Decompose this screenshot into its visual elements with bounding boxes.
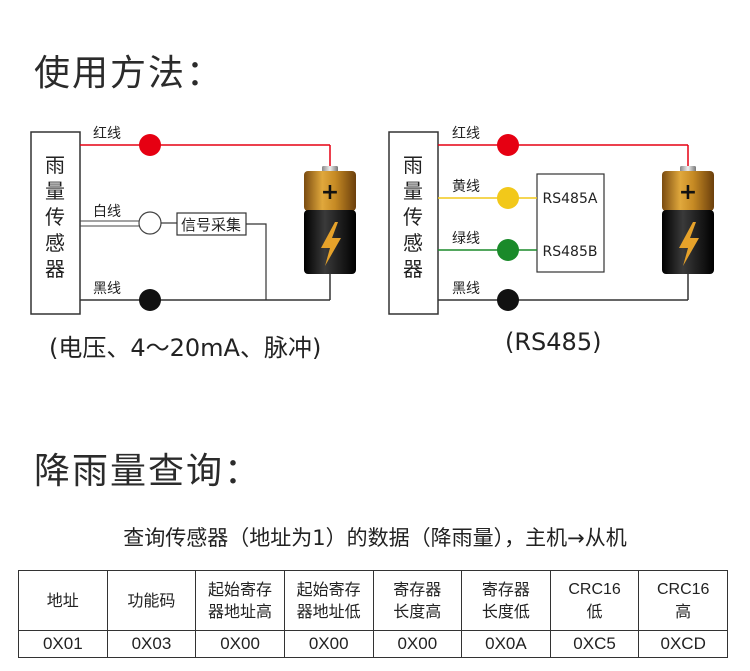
header-text: 起始寄存	[208, 579, 273, 599]
yellow-wire-label: 黄线	[452, 178, 480, 195]
analog-caption: (电压、4～20mA、脉冲)	[49, 334, 322, 362]
red-terminal	[139, 134, 161, 156]
header-text: 长度高	[393, 601, 442, 621]
red-terminal	[497, 134, 519, 156]
header-text: 寄存器	[393, 579, 442, 599]
black-terminal	[139, 289, 161, 311]
signal-collector-label: 信号采集	[181, 216, 241, 234]
sensor-label-char: 传	[403, 205, 423, 229]
battery-icon: +	[662, 166, 714, 274]
sensor-label-char: 雨	[403, 153, 423, 177]
rain-sensor-label: 雨 量 传 感 器	[403, 153, 423, 281]
sensor-label-char: 传	[45, 205, 65, 229]
analog-wiring-diagram: 雨 量 传 感 器 红线 白线 信号采集 黑线 +	[30, 126, 356, 315]
table-value-row: 0X01 0X03 0X00 0X00 0X00 0X0A 0XC5 0XCD	[18, 630, 728, 658]
black-wire-label: 黑线	[452, 281, 480, 297]
value-cell: 0X01	[18, 630, 108, 658]
value-cell: 0X00	[372, 630, 463, 658]
sensor-label-char: 量	[403, 179, 423, 203]
query-command-table: 地址 功能码 起始寄存器地址高 起始寄存器地址低 寄存器长度高 寄存器长度低 C…	[18, 570, 728, 658]
header-cell: 起始寄存器地址低	[283, 570, 374, 631]
header-cell: 寄存器长度高	[372, 570, 463, 631]
sensor-label-char: 感	[45, 231, 65, 255]
value-cell: 0X0A	[461, 630, 551, 658]
rs485b-label: RS485B	[543, 244, 598, 260]
value-cell: 0X03	[106, 630, 197, 658]
rain-sensor-box	[30, 131, 81, 315]
wiring-diagrams: 雨 量 传 感 器 红线 白线 信号采集 黑线 +	[30, 126, 714, 315]
sensor-label-char: 量	[45, 179, 65, 203]
red-wire-label: 红线	[93, 126, 121, 142]
green-terminal	[497, 239, 519, 261]
header-text: 功能码	[127, 590, 176, 610]
header-cell: CRC16 高	[638, 570, 728, 631]
sensor-label-char: 感	[403, 231, 423, 255]
header-text: CRC16	[568, 580, 621, 598]
yellow-terminal	[497, 187, 519, 209]
header-text: 寄存器	[481, 579, 530, 599]
white-wire-label: 白线	[93, 204, 121, 220]
rain-sensor-box	[388, 131, 439, 315]
usage-heading: 使用方法：	[34, 53, 225, 94]
red-wire-label: 红线	[452, 126, 480, 142]
header-cell: 起始寄存器地址高	[195, 570, 285, 631]
black-wire-label: 黑线	[93, 281, 121, 297]
white-terminal	[138, 211, 162, 235]
header-cell: 地址	[18, 570, 108, 631]
rs485a-label: RS485A	[543, 191, 598, 207]
rs485-module-box	[536, 173, 605, 273]
header-cell: 功能码	[106, 570, 197, 631]
header-text: 高	[675, 601, 692, 621]
header-text: 器地址高	[208, 601, 273, 621]
green-wire-label: 绿线	[452, 231, 480, 247]
rs485-caption: (RS485)	[505, 328, 602, 356]
header-text: 地址	[46, 590, 79, 610]
value-cell: 0X00	[195, 630, 285, 658]
rs485-wiring-diagram: 雨 量 传 感 器 红线 RS485A RS485B 黄线 绿线 黑线	[388, 126, 714, 315]
header-text: 器地址低	[296, 601, 361, 621]
header-text: 起始寄存	[296, 579, 361, 599]
rain-sensor-label: 雨 量 传 感 器	[45, 153, 65, 281]
header-text: 长度低	[481, 601, 530, 621]
svg-text:+: +	[679, 180, 697, 205]
svg-text:+: +	[321, 180, 339, 205]
rainfall-query-heading: 降雨量查询：	[34, 451, 263, 492]
query-description: 查询传感器（地址为1）的数据（降雨量），主机→从机	[123, 526, 627, 550]
battery-icon: +	[304, 166, 356, 274]
value-cell: 0XCD	[638, 630, 728, 658]
header-cell: CRC16 低	[549, 570, 640, 631]
value-cell: 0XC5	[549, 630, 640, 658]
header-text: CRC16	[656, 580, 710, 598]
value-cell: 0X00	[283, 630, 374, 658]
collector-return-wire	[246, 223, 267, 300]
sensor-label-char: 器	[403, 257, 423, 281]
header-text: 低	[586, 601, 603, 621]
sensor-label-char: 器	[45, 257, 65, 281]
sensor-label-char: 雨	[45, 153, 65, 177]
black-terminal	[497, 289, 519, 311]
table-header-row: 地址 功能码 起始寄存器地址高 起始寄存器地址低 寄存器长度高 寄存器长度低 C…	[18, 570, 728, 631]
header-cell: 寄存器长度低	[461, 570, 551, 631]
